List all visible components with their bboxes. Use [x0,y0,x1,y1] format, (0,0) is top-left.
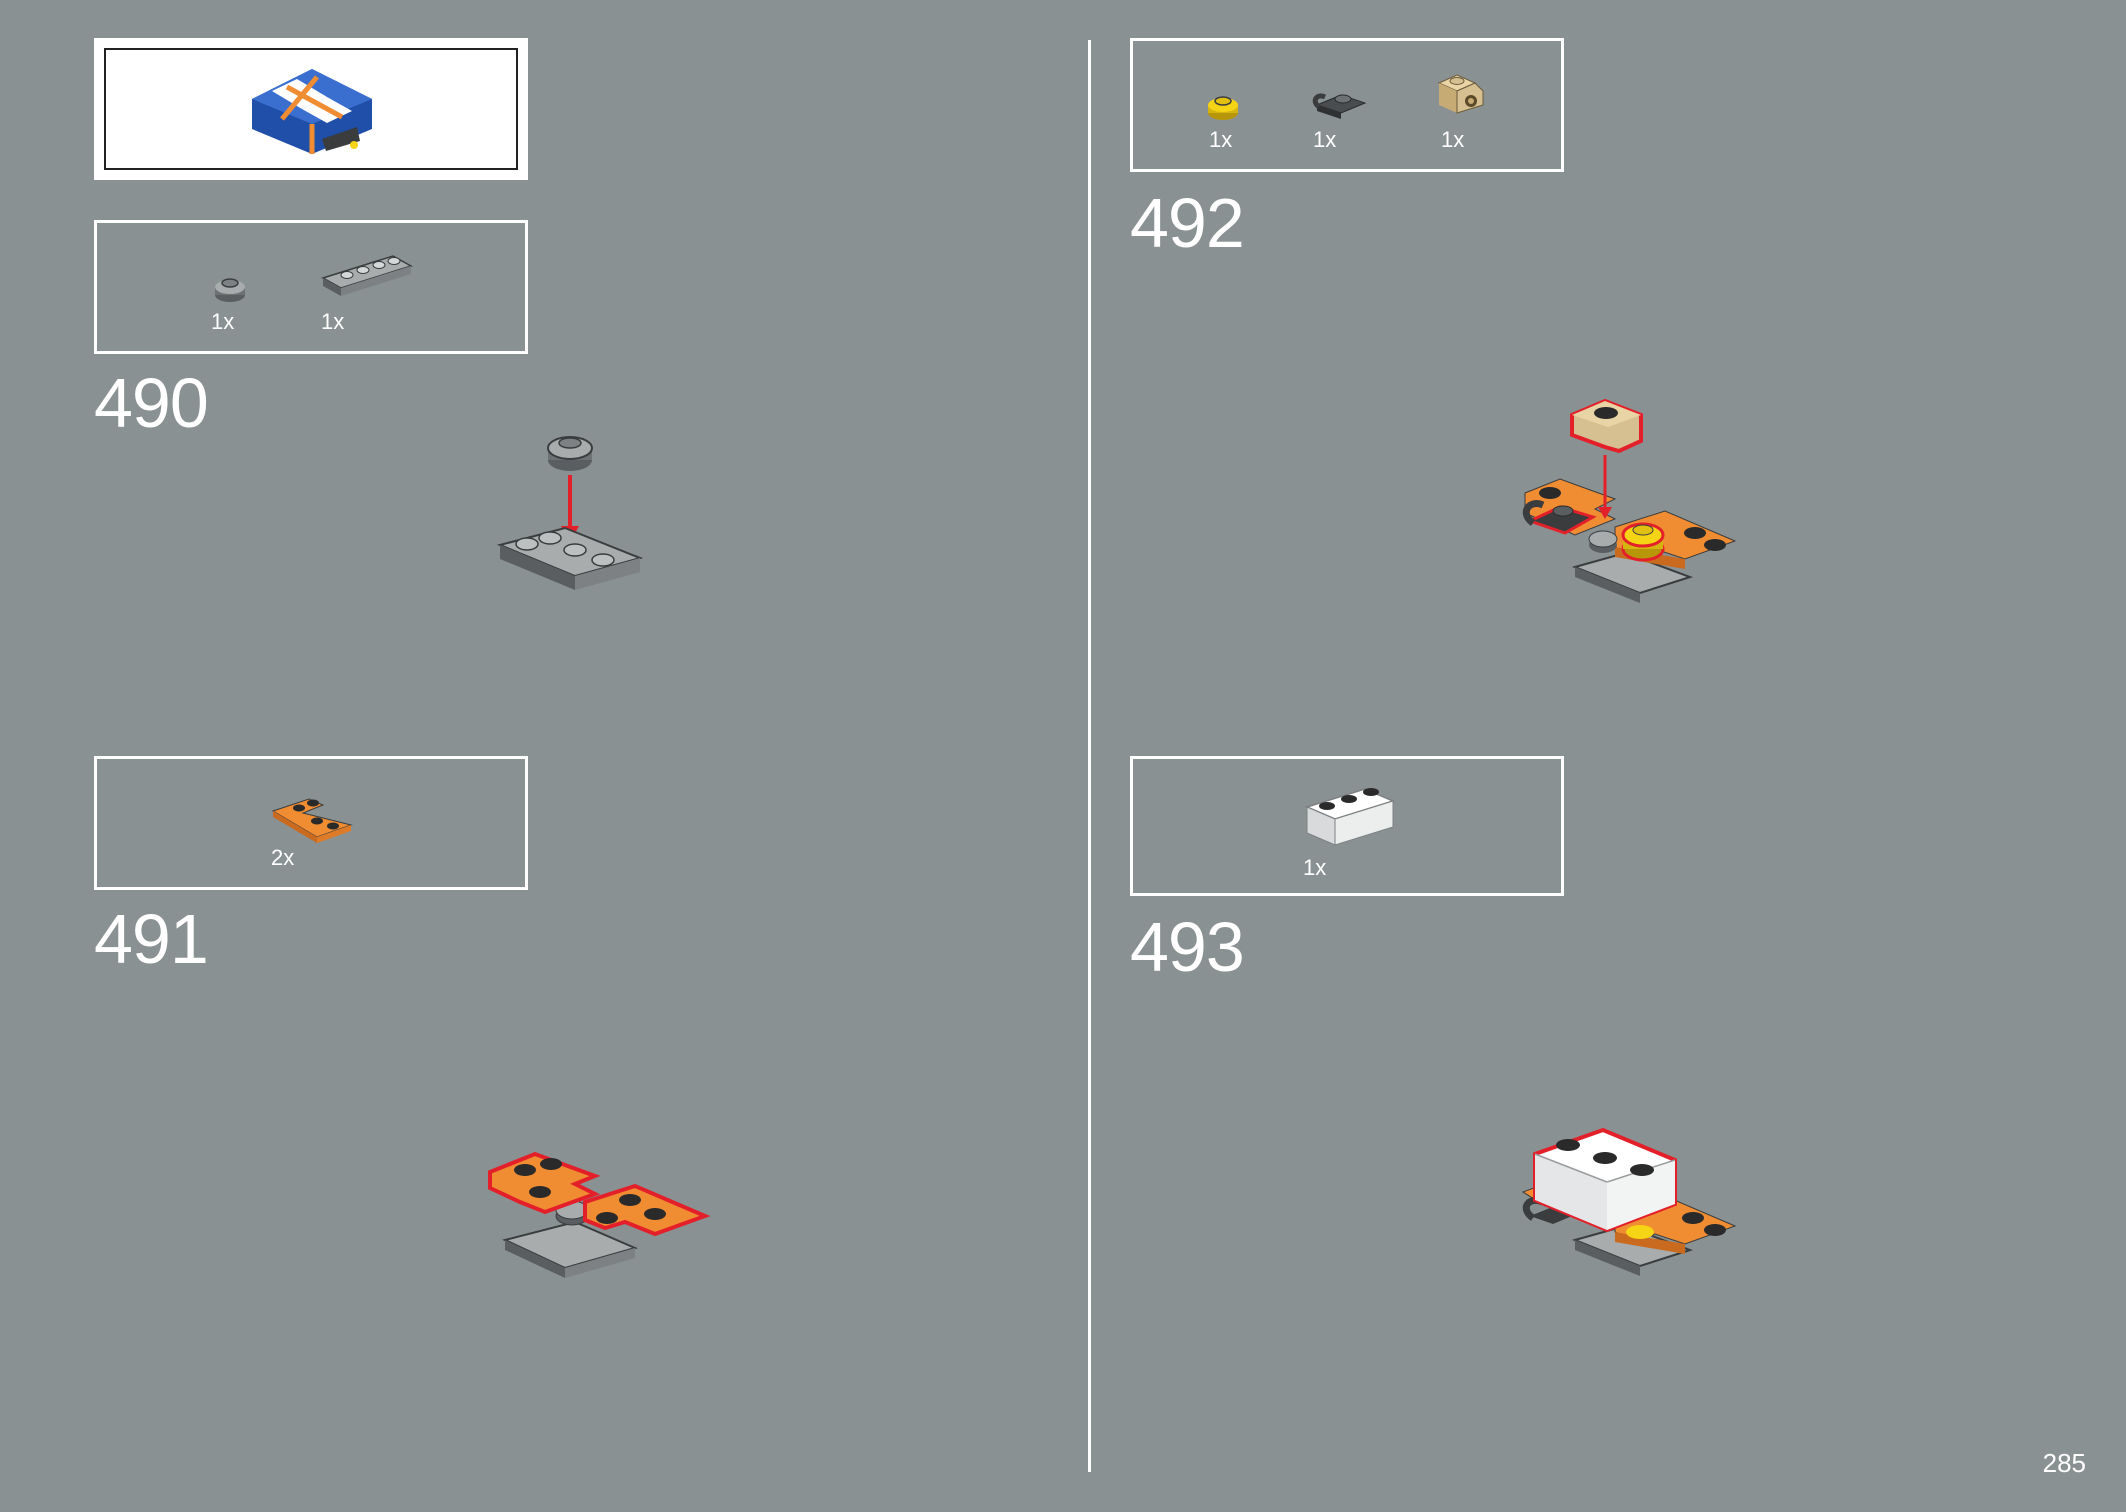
page-number: 285 [2042,1448,2086,1478]
parts-list-step-490: 1x 1x [94,220,528,354]
step-490-assembly-illustration [496,436,644,590]
submodel-callout [94,38,528,180]
corner-plate-2x2-orange-icon [271,798,353,843]
round-plate-1x1-yellow-icon [1208,96,1238,120]
part-qty: 1x [1313,127,1337,152]
bracket-1x1-tan-icon [1437,74,1484,114]
part-qty: 1x [1441,127,1465,152]
step-number: 491 [94,900,209,978]
submodel-frame [104,48,518,170]
parts-list-step-491: 2x [94,756,528,890]
blue-submodel-icon [252,69,372,154]
part-qty: 1x [1209,127,1233,152]
parts-list-step-492: 1x 1x 1x [1130,38,1564,172]
step-492-assembly-illustration [1522,398,1737,603]
step-number: 493 [1130,908,1245,986]
parts-list-step-493: 1x [1130,756,1564,896]
part-qty: 2x [271,845,295,870]
step-493-assembly-illustration [1521,1127,1737,1276]
step-number: 490 [94,364,209,442]
step-491-assembly-illustration [488,1151,711,1278]
brick-1x3-white-icon [1304,788,1396,846]
part-qty: 1x [321,309,345,334]
part-qty: 1x [211,309,235,334]
plate-1x4-gray-icon [321,255,413,296]
clip-plate-1x1-black-icon [1312,93,1367,119]
step-number: 492 [1130,184,1245,262]
part-qty: 1x [1303,855,1327,880]
page-divider [1088,40,1091,1472]
round-plate-1x1-gray-icon [215,278,245,302]
